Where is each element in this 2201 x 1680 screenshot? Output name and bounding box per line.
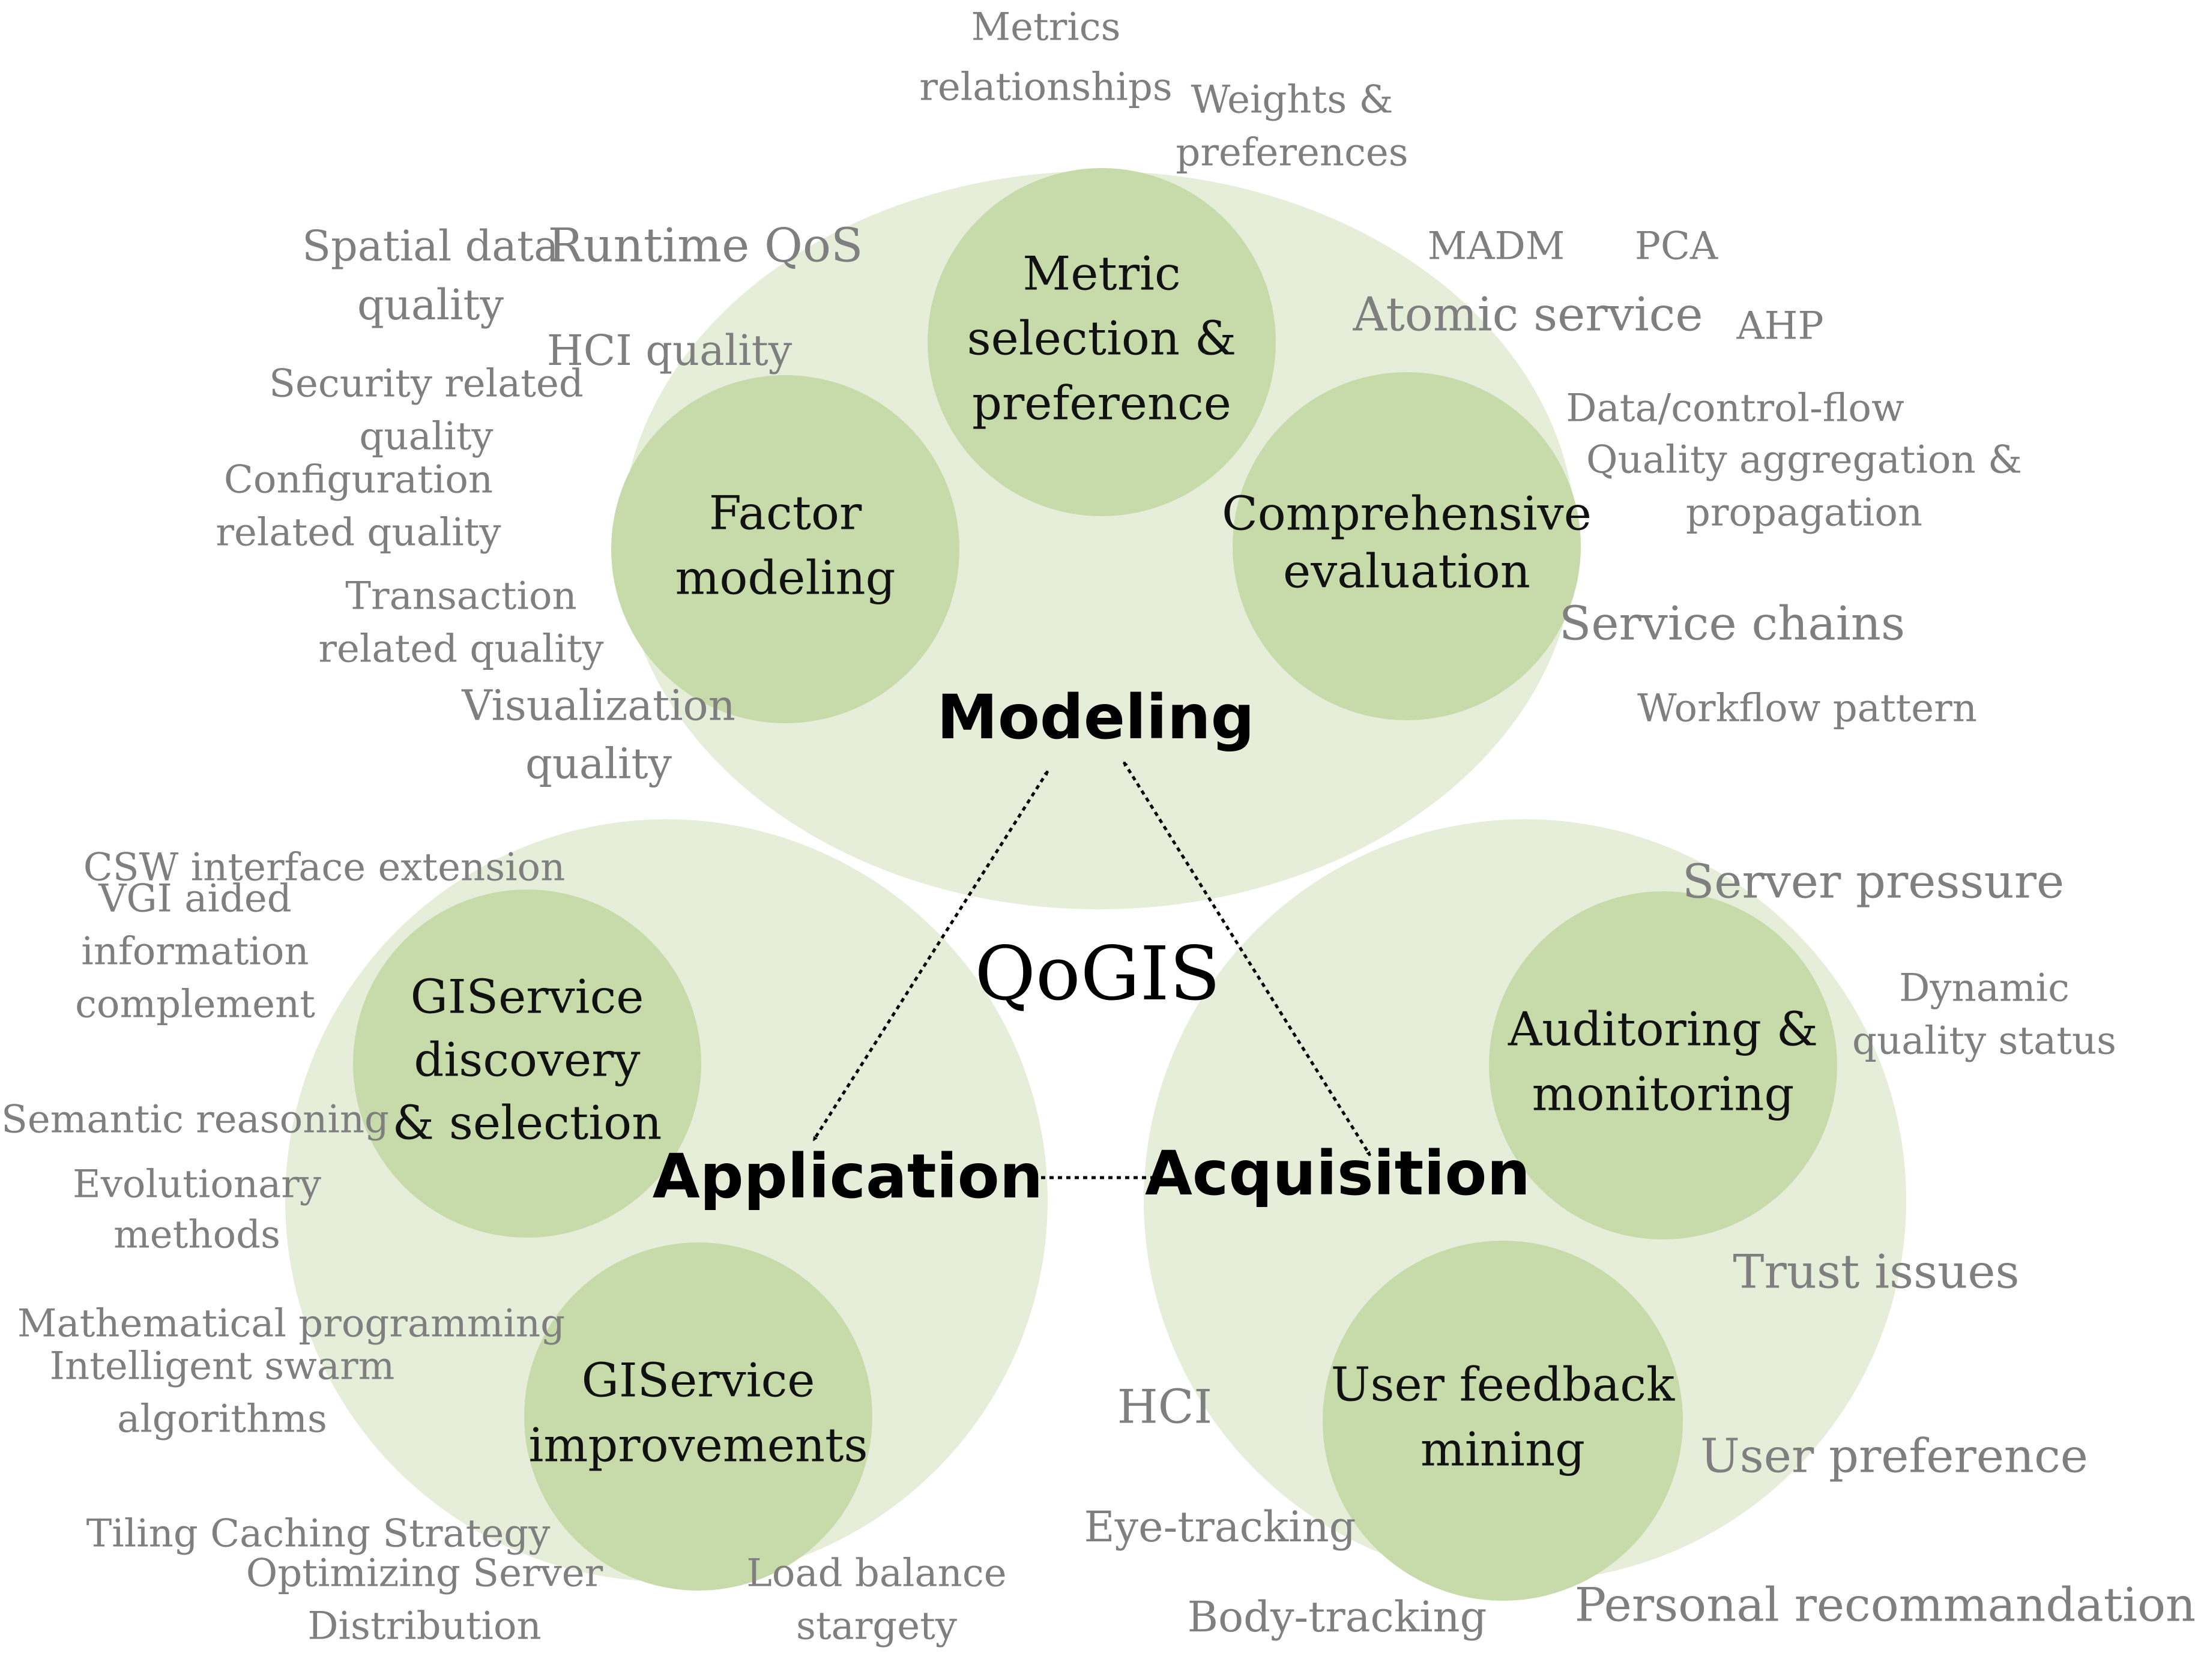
term-weights-preferences: Weights &preferences <box>1176 78 1408 175</box>
term-body-tracking: Body-tracking <box>1188 1592 1487 1642</box>
term-trust-issues: Trust issues <box>1733 1245 2019 1299</box>
term-data-control-flow: Data/control-flow <box>1566 387 1904 431</box>
subcomponent-circle-metric <box>928 168 1276 516</box>
term-mathematical-programming: Mathematical programming <box>17 1302 565 1346</box>
term-csw-interface: CSW interface extension <box>83 846 566 890</box>
center-label-qogis: QoGIS <box>974 931 1220 1017</box>
arrow-modeling-acquisition <box>1122 761 1372 1157</box>
group-label-modeling: Modeling <box>937 682 1254 753</box>
term-personal-recommandation: Personal recommandation <box>1575 1579 2196 1633</box>
term-user-preference: User preference <box>1700 1430 2088 1484</box>
subcomponent-circle-improvements <box>524 1242 872 1591</box>
term-workflow-pattern: Workflow pattern <box>1637 687 1977 731</box>
term-ahp: AHP <box>1736 304 1823 349</box>
subcomponent-circle-feedback <box>1323 1241 1683 1601</box>
group-label-acquisition: Acquisition <box>1145 1138 1530 1209</box>
subcomponent-circle-auditoring <box>1489 891 1837 1239</box>
term-eye-tracking: Eye-tracking <box>1084 1502 1356 1552</box>
term-madm: MADM <box>1428 224 1565 269</box>
term-server-pressure: Server pressure <box>1682 855 2064 909</box>
term-quality-aggregation: Quality aggregation &propagation <box>1586 438 2022 535</box>
subcomponent-circle-comprehensive <box>1233 372 1581 720</box>
term-hci: HCI <box>1117 1380 1213 1435</box>
arrow-modeling-application <box>812 770 1049 1142</box>
subcomponent-label-auditoring: Auditoring &monitoring <box>1508 1003 1818 1122</box>
term-atomic-service: Atomic service <box>1353 288 1703 342</box>
term-tiling-caching: Tiling Caching Strategy <box>86 1512 551 1556</box>
term-semantic-reasoning: Semantic reasoning <box>1 1098 389 1142</box>
group-label-application: Application <box>653 1141 1043 1212</box>
group-ellipse-modeling <box>621 171 1576 909</box>
term-service-chains: Service chains <box>1559 597 1905 651</box>
connection-arrows <box>812 761 1372 1180</box>
subcomponent-circle-discovery <box>353 890 701 1238</box>
term-pca: PCA <box>1635 224 1718 269</box>
term-hci-quality: HCI quality <box>547 326 793 375</box>
subcomponent-circle-factor <box>611 375 959 723</box>
term-runtime-qos: Runtime QoS <box>548 219 863 273</box>
